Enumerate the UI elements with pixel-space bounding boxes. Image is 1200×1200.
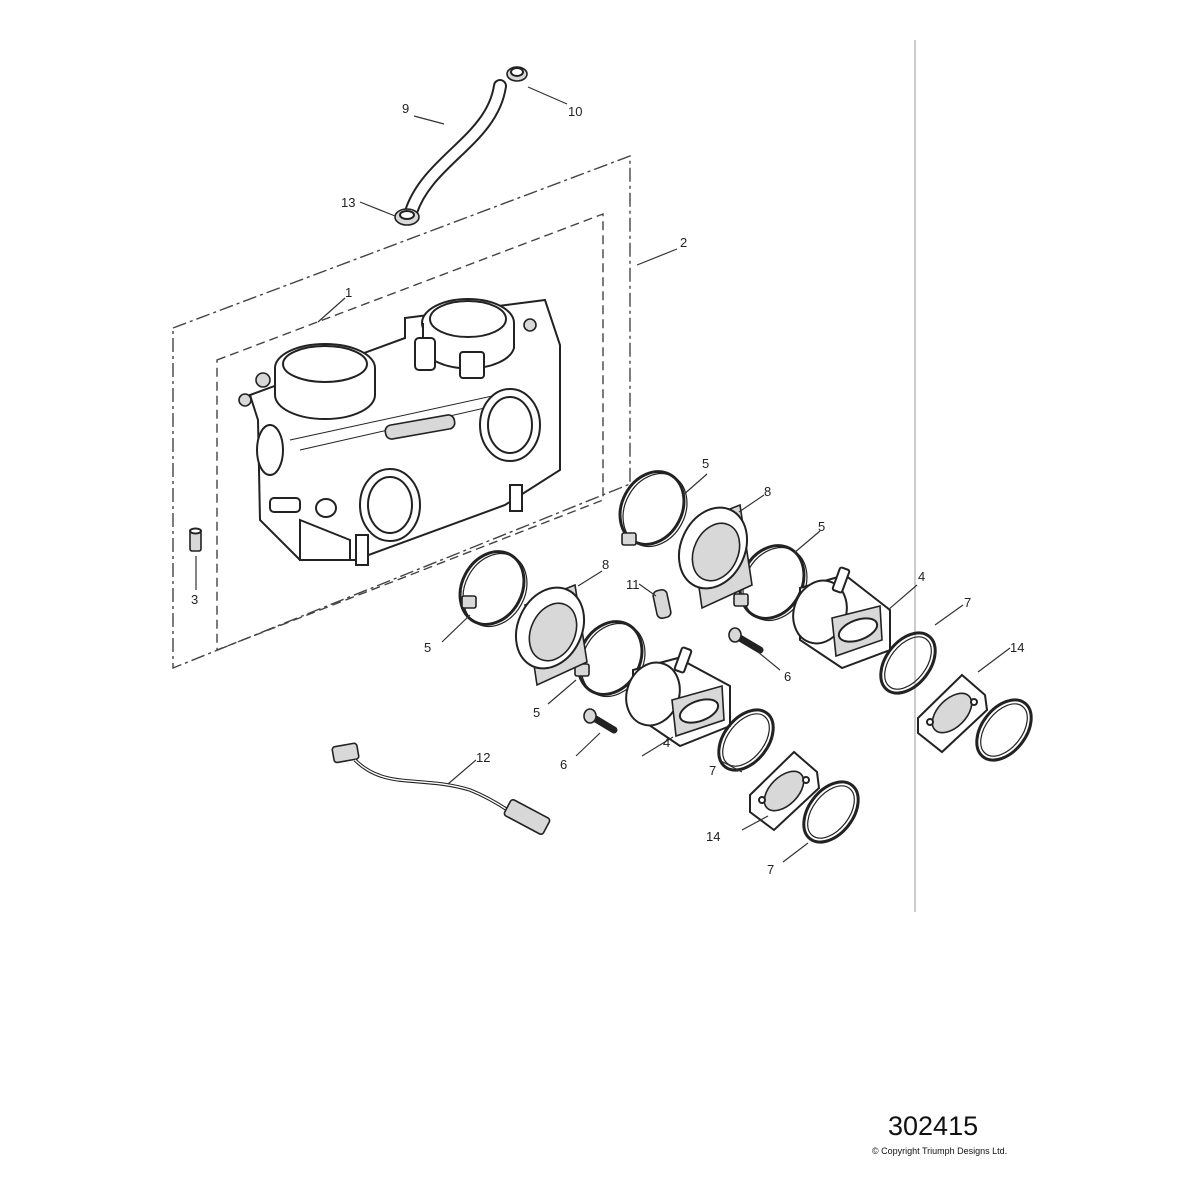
o-ring-upper-a [879,631,937,695]
callout-10: 10 [568,104,582,119]
callout-6-upper: 6 [784,669,791,684]
o-ring-upper-b [975,698,1033,762]
callout-3: 3 [191,592,198,607]
callout-4-lower: 4 [663,735,670,750]
callout-2: 2 [680,235,687,250]
sensor-harness [331,742,551,836]
o-ring-lower-b [802,780,860,844]
callout-5-d: 5 [533,705,540,720]
callout-7-a: 7 [964,595,971,610]
insulator-plate-upper [917,673,989,754]
inlet-adaptor-lower [625,646,731,748]
callout-1: 1 [345,285,352,300]
intake-boot-upper [677,503,753,610]
o-ring-lower-a [717,708,775,772]
hose-clamp-lower-left [458,550,528,627]
callout-4-upper: 4 [918,569,925,584]
hose-clip-top [506,66,528,82]
drain-plug [189,527,202,552]
copyright-note: © Copyright Triumph Designs Ltd. [872,1146,1008,1156]
breather-hose [404,79,507,219]
callout-8-upper: 8 [764,484,771,499]
callout-5-c: 5 [424,640,431,655]
assembly-boundary-inner [216,212,604,652]
blanking-cap [652,588,672,620]
inlet-adaptor-upper [792,566,891,670]
hose-clamp-upper-left [618,470,688,547]
leader-lines [195,86,1011,863]
callout-8-lower: 8 [602,557,609,572]
callout-11: 11 [626,577,640,592]
callout-14-lower: 14 [706,829,720,844]
callout-5-a: 5 [702,456,709,471]
callout-9: 9 [402,101,409,116]
callout-5-b: 5 [818,519,825,534]
callout-7-c: 7 [767,862,774,877]
callout-13: 13 [341,195,355,210]
callout-7-b: 7 [709,763,716,778]
callout-6-lower: 6 [560,757,567,772]
carburettor-assembly [238,298,561,566]
hose-clip-bottom [394,208,420,226]
insulator-plate-lower [749,750,821,832]
callout-14-upper: 14 [1010,640,1024,655]
diagram-reference-number: 302415 [888,1111,979,1141]
screw-upper [728,627,764,654]
intake-boot-lower [514,583,588,687]
screw-lower [583,708,618,734]
assembly-boundary-outer [172,154,631,670]
callout-12: 12 [476,750,490,765]
